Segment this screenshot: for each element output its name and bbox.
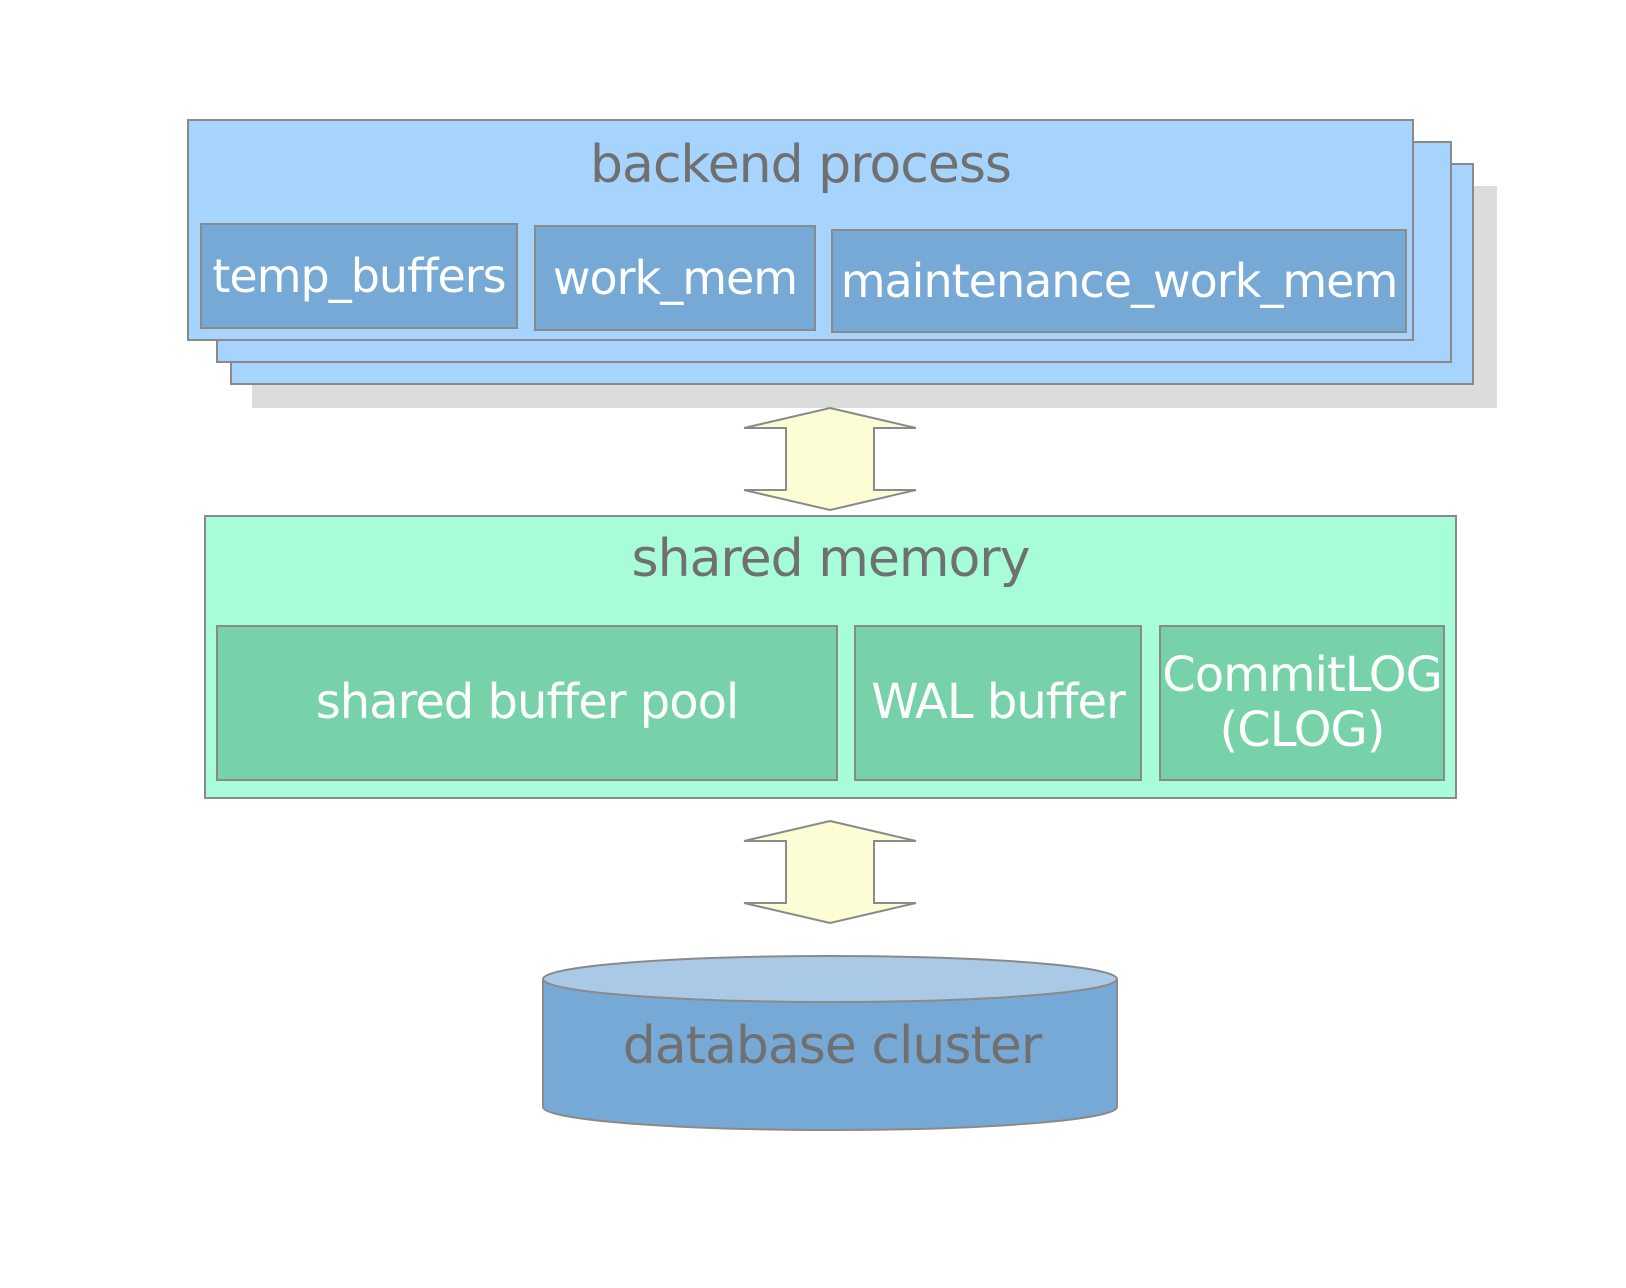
maintenance-work-mem-label: maintenance_work_mem <box>840 254 1399 308</box>
database-cluster-cylinder <box>542 955 1118 1131</box>
maintenance-work-mem-box: maintenance_work_mem <box>831 229 1407 333</box>
database-cluster-label: database cluster <box>622 1016 1042 1076</box>
clog-label-line1: CommitLOG <box>1162 646 1443 703</box>
backend-process: backend process temp_buffers work_mem ma… <box>187 119 1414 341</box>
double-arrow-shared-database <box>743 819 917 925</box>
wal-buffer-label: WAL buffer <box>871 674 1126 731</box>
shared-buffer-pool-label: shared buffer pool <box>315 674 740 731</box>
wal-buffer-box: WAL buffer <box>854 625 1142 781</box>
shared-memory-title: shared memory <box>631 529 1031 589</box>
clog-box: CommitLOG (CLOG) <box>1159 625 1445 781</box>
temp-buffers-box: temp_buffers <box>200 223 518 329</box>
temp-buffers-label: temp_buffers <box>212 249 506 303</box>
work-mem-box: work_mem <box>534 225 816 331</box>
clog-label-line2: (CLOG) <box>1219 702 1386 758</box>
shared-buffer-pool-box: shared buffer pool <box>216 625 838 781</box>
backend-process-title: backend process <box>589 135 1012 195</box>
work-mem-label: work_mem <box>552 251 798 305</box>
shared-memory: shared memory shared buffer pool WAL buf… <box>204 515 1457 799</box>
double-arrow-backend-shared <box>743 406 917 512</box>
